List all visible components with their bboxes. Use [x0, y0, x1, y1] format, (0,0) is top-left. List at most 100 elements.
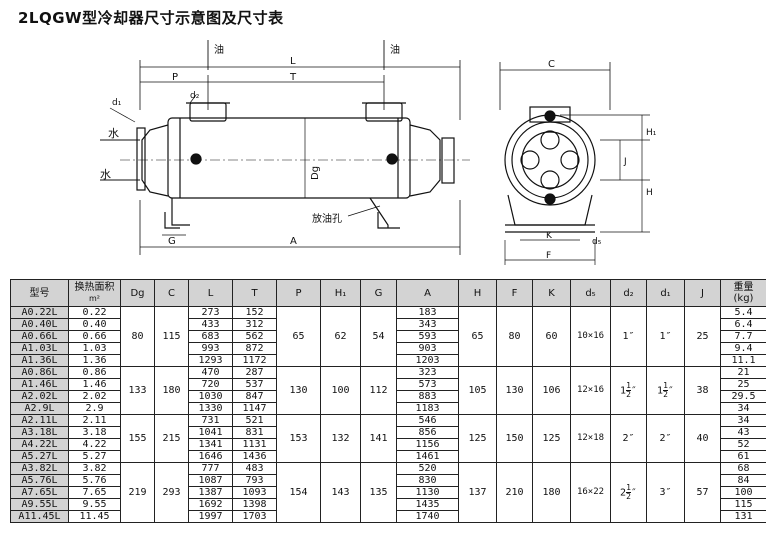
header-dg: Dg	[120, 279, 155, 307]
t-cell: 847	[232, 390, 277, 403]
weight-cell: 61	[720, 450, 766, 463]
t-cell: 1147	[232, 402, 277, 415]
dim-label-t: T	[289, 72, 297, 83]
j-cell: 40	[684, 414, 721, 463]
a-cell: 830	[396, 474, 459, 487]
model-cell: A2.9L	[10, 402, 69, 415]
a-cell: 1156	[396, 438, 459, 451]
h-cell: 125	[458, 414, 497, 463]
l-cell: 1293	[188, 354, 233, 367]
area-cell: 0.40	[68, 318, 121, 331]
t-cell: 287	[232, 366, 277, 379]
p-cell: 153	[276, 414, 321, 463]
l-cell: 1041	[188, 426, 233, 439]
c-cell: 215	[154, 414, 189, 463]
weight-cell: 34	[720, 402, 766, 415]
l-cell: 1330	[188, 402, 233, 415]
t-cell: 312	[232, 318, 277, 331]
model-cell: A4.22L	[10, 438, 69, 451]
t-cell: 152	[232, 306, 277, 319]
header-model: 型号	[10, 279, 69, 307]
header-f: F	[496, 279, 533, 307]
model-cell: A11.45L	[10, 510, 69, 523]
area-cell: 4.22	[68, 438, 121, 451]
area-cell: 0.66	[68, 330, 121, 343]
dim-label-l: L	[290, 56, 296, 67]
weight-cell: 9.4	[720, 342, 766, 355]
h1-cell: 100	[320, 366, 361, 415]
table-row: A5.76L 5.76 1087 793 830 84	[10, 474, 766, 487]
dg-cell: 80	[120, 306, 155, 367]
area-cell: 3.82	[68, 462, 121, 475]
p-cell: 154	[276, 462, 321, 523]
header-l: L	[188, 279, 233, 307]
weight-cell: 11.1	[720, 354, 766, 367]
model-cell: A2.02L	[10, 390, 69, 403]
area-cell: 9.55	[68, 498, 121, 511]
model-cell: A5.76L	[10, 474, 69, 487]
model-cell: A5.27L	[10, 450, 69, 463]
d5-cell: 12×18	[570, 414, 611, 463]
dim-label-f: F	[546, 251, 551, 261]
table-row: A0.22L 0.22 80 115 273 152 65 62 54 183 …	[10, 306, 766, 367]
weight-cell: 115	[720, 498, 766, 511]
model-cell: A1.03L	[10, 342, 69, 355]
drain-label: 放油孔	[312, 212, 342, 225]
model-cell: A7.65L	[10, 486, 69, 499]
table-row: A2.9L 2.9 1330 1147 1183 34	[10, 402, 766, 415]
oil-label: 油	[390, 43, 400, 56]
area-cell: 7.65	[68, 486, 121, 499]
area-cell: 5.76	[68, 474, 121, 487]
dg-cell: 219	[120, 462, 155, 523]
a-cell: 1130	[396, 486, 459, 499]
model-cell: A0.66L	[10, 330, 69, 343]
area-cell: 1.36	[68, 354, 121, 367]
p-cell: 65	[276, 306, 321, 367]
area-cell: 0.22	[68, 306, 121, 319]
dim-label-d5: d₅	[592, 237, 602, 247]
model-cell: A3.18L	[10, 426, 69, 439]
area-cell: 2.11	[68, 414, 121, 427]
t-cell: 1703	[232, 510, 277, 523]
a-cell: 183	[396, 306, 459, 319]
table-row: A2.11L 2.11 155 215 731 521 153 132 141 …	[10, 414, 766, 463]
d5-cell: 16×22	[570, 462, 611, 523]
l-cell: 777	[188, 462, 233, 475]
header-p: P	[276, 279, 321, 307]
table-header-row: 型号 换热面积 m² Dg C L T P H₁ G A H F K d₅ d₂…	[10, 279, 766, 307]
weight-cell: 34	[720, 414, 766, 427]
weight-cell: 100	[720, 486, 766, 499]
t-cell: 1172	[232, 354, 277, 367]
header-area: 换热面积 m²	[68, 279, 121, 307]
header-j: J	[684, 279, 721, 307]
d2-cell: 1″	[610, 306, 647, 367]
g-cell: 112	[360, 366, 397, 415]
dim-label-a: A	[290, 236, 297, 247]
table-row: A1.03L 1.03 993 872 903 9.4	[10, 342, 766, 355]
dimension-table-wrap: 型号 换热面积 m² Dg C L T P H₁ G A H F K d₅ d₂…	[10, 279, 766, 523]
c-cell: 115	[154, 306, 189, 367]
l-cell: 1646	[188, 450, 233, 463]
a-cell: 520	[396, 462, 459, 475]
dg-cell: 155	[120, 414, 155, 463]
c-cell: 293	[154, 462, 189, 523]
model-cell: A2.11L	[10, 414, 69, 427]
dim-label-p: P	[172, 72, 178, 83]
t-cell: 793	[232, 474, 277, 487]
f-cell: 130	[496, 366, 533, 415]
a-cell: 856	[396, 426, 459, 439]
header-h: H	[458, 279, 497, 307]
h1-cell: 143	[320, 462, 361, 523]
k-cell: 180	[532, 462, 571, 523]
a-cell: 903	[396, 342, 459, 355]
t-cell: 483	[232, 462, 277, 475]
area-cell: 2.9	[68, 402, 121, 415]
t-cell: 521	[232, 414, 277, 427]
weight-cell: 68	[720, 462, 766, 475]
model-cell: A3.82L	[10, 462, 69, 475]
water-label: 水	[100, 168, 111, 181]
a-cell: 1740	[396, 510, 459, 523]
